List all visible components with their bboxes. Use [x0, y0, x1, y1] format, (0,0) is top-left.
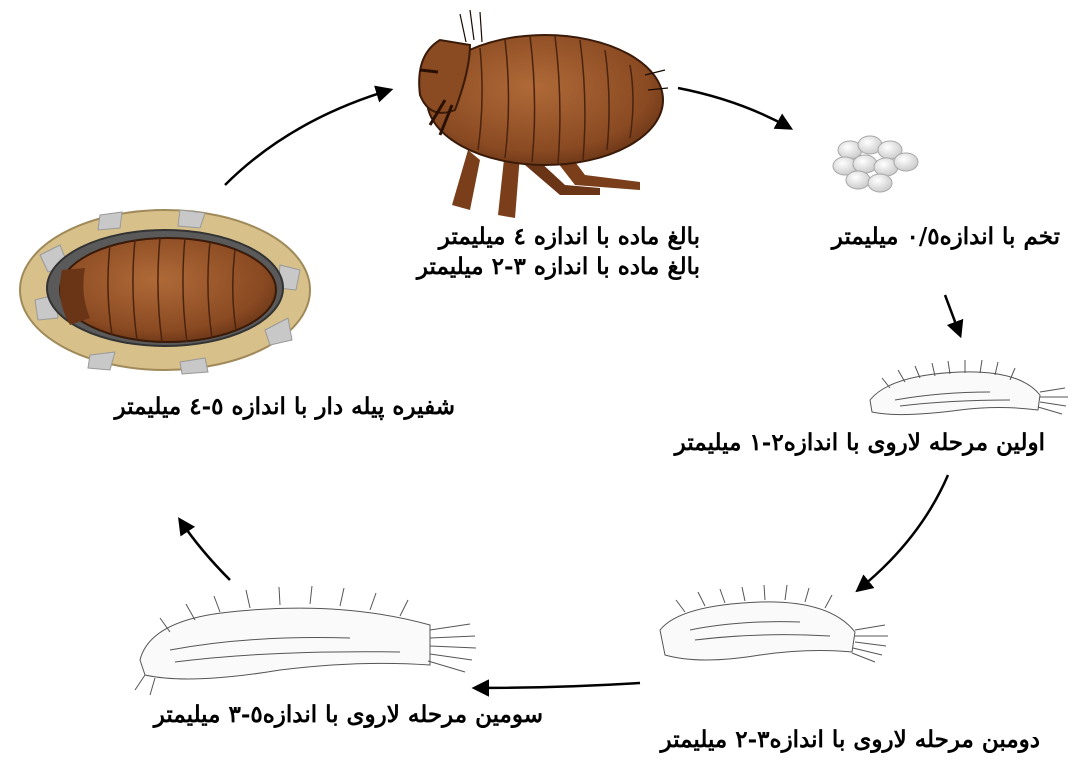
pupa-label: شفیره پیله دار با اندازه ٥-٤ میلیمتر [10, 392, 455, 422]
flea-adult-icon [419, 10, 668, 218]
larva3-label: سومین مرحله لاروی با اندازه٥-٣ میلیمتر [88, 700, 543, 730]
larva-icon [135, 586, 476, 695]
larva-icon [870, 360, 1068, 415]
larva1-label: اولین مرحله لاروی با اندازه٢-١ میلیمتر [590, 428, 1045, 458]
pupa-cocoon-icon [20, 210, 310, 374]
egg-cluster-icon [833, 136, 918, 192]
adult-label-line2: بالغ ماده با اندازه ٣-٢ میلیمتر [330, 252, 700, 282]
larva2-label: دومبن مرحله لاروی با اندازه٣-٢ میلیمتر [580, 725, 1040, 755]
adult-label-line1: بالغ ماده با اندازه ٤ میلیمتر [330, 222, 700, 252]
egg-label: تخم با اندازه٠/٥ میلیمتر [760, 222, 1060, 252]
adult-label: بالغ ماده با اندازه ٤ میلیمتر بالغ ماده … [330, 222, 700, 282]
larva-icon [660, 585, 888, 662]
